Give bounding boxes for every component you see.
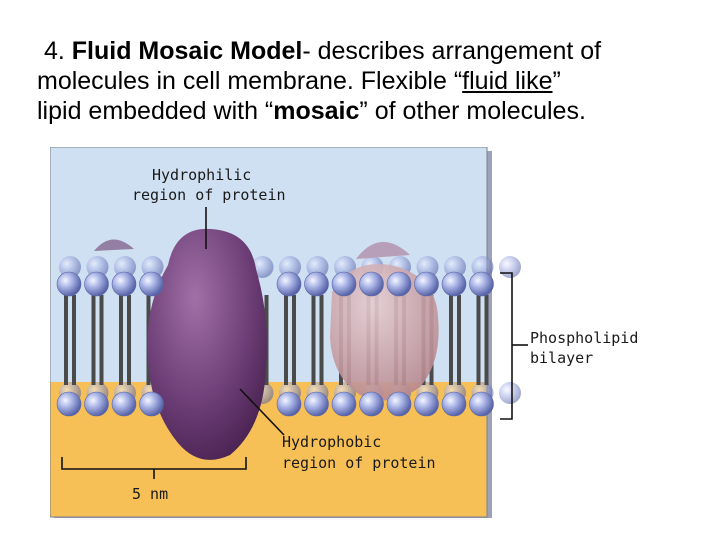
hydrophobic-label-line1: Hydrophobic <box>282 433 381 451</box>
membrane-front-heads <box>56 271 494 417</box>
lipid-tail <box>476 295 481 385</box>
mosaic-term: mosaic <box>273 97 360 125</box>
line1-rest: - describes arrangement of <box>302 37 602 65</box>
lipid-tail <box>449 295 453 385</box>
lipid-tail <box>119 295 123 385</box>
hydrophilic-label-line2: region of protein <box>132 186 286 204</box>
phospholipid-label-line1: Phospholipid <box>530 329 638 347</box>
phospholipid-label-line2: bilayer <box>530 349 593 367</box>
phospholipid-head-top <box>56 271 82 297</box>
phospholipid-head-bottom <box>56 391 82 417</box>
back-head-top <box>471 256 494 278</box>
back-head-top <box>114 256 136 278</box>
lipid-tail <box>319 295 324 385</box>
integral-protein-dark <box>147 228 267 460</box>
line3-after: ” of other molecules. <box>359 97 586 125</box>
slide-text-block: 4. Fluid Mosaic Model- describes arrange… <box>37 36 707 126</box>
back-head-top <box>141 256 164 278</box>
bilayer-bracket <box>500 272 513 420</box>
phospholipid-head-bottom <box>386 391 412 417</box>
lipid-tail <box>311 295 316 385</box>
phospholipid-head-top <box>414 271 439 297</box>
phospholipid-head-bottom <box>469 391 494 417</box>
phospholipid-head-bottom <box>359 391 384 417</box>
peripheral-protein-right <box>356 241 410 259</box>
phospholipid-head-bottom <box>84 391 109 417</box>
lipid-tail <box>91 295 96 385</box>
phospholipid-head-top <box>276 271 302 297</box>
phospholipid-head-top <box>469 271 494 297</box>
phospholipid-head-top <box>84 271 109 297</box>
lipid-tail <box>284 295 288 385</box>
back-head-top <box>59 256 81 278</box>
fluid-like-term: fluid like <box>462 67 553 95</box>
back-head-top <box>499 256 521 278</box>
back-head-top <box>86 256 109 278</box>
peripheral-protein-left <box>94 239 134 251</box>
back-head-top <box>251 256 274 278</box>
line2-after: ” <box>552 67 561 95</box>
scale-bar <box>61 457 247 479</box>
phospholipid-head-bottom <box>276 391 302 417</box>
phospholipid-head-bottom <box>111 391 137 417</box>
slide-line-2: molecules in cell membrane. Flexible “fl… <box>37 66 707 96</box>
lipid-tail <box>127 295 131 385</box>
phospholipid-head-bottom <box>304 391 329 417</box>
slide-line-3: lipid embedded with “mosaic” of other mo… <box>37 96 707 126</box>
slide-line-1: 4. Fluid Mosaic Model- describes arrange… <box>37 36 707 66</box>
phospholipid-head-top <box>441 271 467 297</box>
phospholipid-head-top <box>111 271 137 297</box>
lipid-tail <box>72 295 76 385</box>
hydrophobic-label-line2: region of protein <box>282 454 436 472</box>
phospholipid-head-top <box>304 271 329 297</box>
phospholipid-head-bottom <box>441 391 467 417</box>
phospholipid-head-bottom <box>414 391 439 417</box>
phospholipid-head-top <box>386 271 412 297</box>
back-head-top <box>279 256 301 278</box>
hydrophobic-leader-line <box>239 388 285 436</box>
lipid-tail <box>457 295 461 385</box>
phospholipid-head-bottom <box>139 391 164 417</box>
lipid-tail <box>64 295 68 385</box>
phospholipid-head-top <box>331 271 357 297</box>
back-head-top <box>416 256 439 278</box>
lipid-tail <box>484 295 489 385</box>
item-number: 4. <box>43 37 65 65</box>
back-head-top <box>306 256 329 278</box>
back-head-bottom <box>499 382 521 404</box>
fluid-mosaic-diagram: Hydrophilic region of protein Hydrophobi… <box>50 147 638 518</box>
lipid-tail <box>292 295 296 385</box>
phospholipid-head-bottom <box>331 391 357 417</box>
fluid-mosaic-term: Fluid Mosaic Model <box>71 37 303 65</box>
phospholipid-head-top <box>139 271 164 297</box>
hydrophilic-label-line1: Hydrophilic <box>152 166 251 184</box>
back-head-top <box>444 256 466 278</box>
integral-protein-light <box>330 264 439 401</box>
scale-label: 5 nm <box>132 485 168 503</box>
lipid-tail <box>99 295 104 385</box>
phospholipid-head-top <box>359 271 384 297</box>
line2-before: molecules in cell membrane. Flexible “ <box>37 67 463 95</box>
line3-before: lipid embedded with “ <box>37 97 274 125</box>
